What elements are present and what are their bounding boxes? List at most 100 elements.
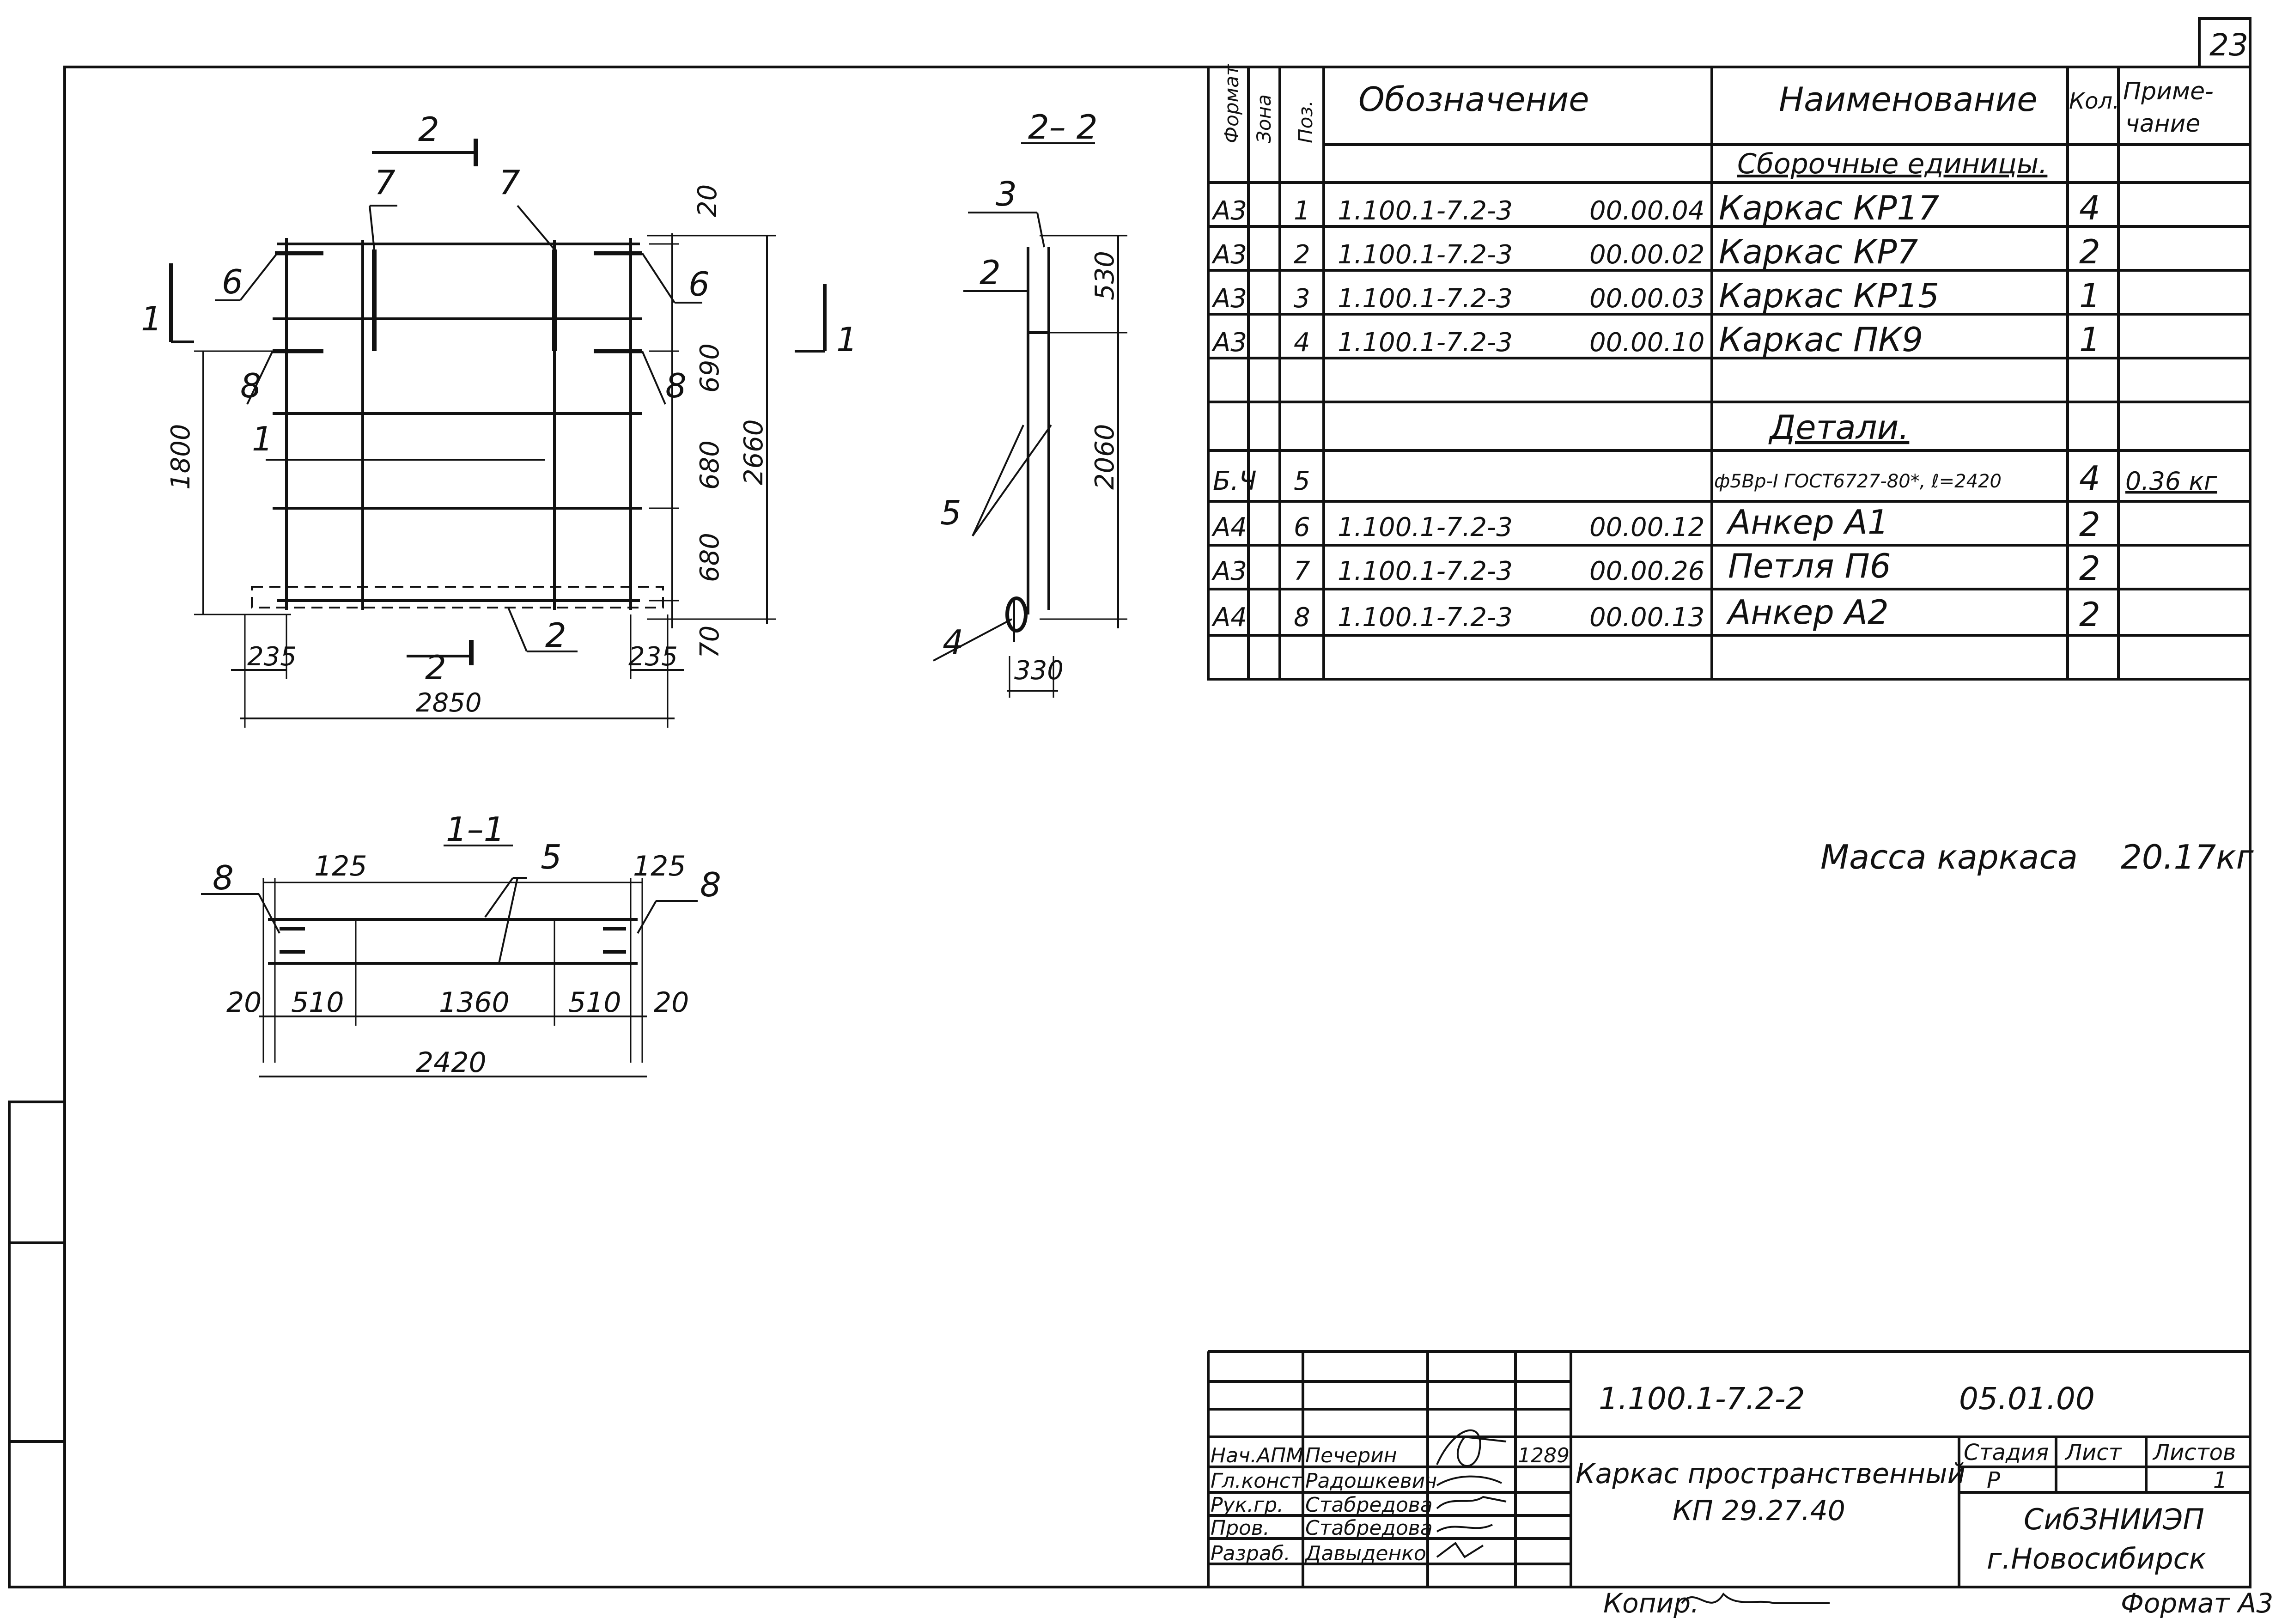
section-1-1 <box>201 845 698 1077</box>
row-10-designation: 1.100.1-7.2-3 <box>1338 602 1513 633</box>
col-qty: Кол. <box>2069 88 2119 114</box>
dim-2850: 2850 <box>416 688 482 718</box>
dim-20-right: 20 <box>654 986 689 1019</box>
stage-label: Стадия <box>1964 1440 2049 1466</box>
dim-235-left: 235 <box>247 642 297 672</box>
row-1-pos: 1 <box>1294 196 1310 226</box>
staff-role-4: Разраб. <box>1211 1542 1290 1565</box>
dim-680-a: 680 <box>695 440 725 490</box>
row-10-code: 00.00.13 <box>1589 602 1704 633</box>
staff-name-0: Печерин <box>1305 1444 1397 1467</box>
row-7-pos: 5 <box>1294 466 1310 496</box>
row-8-qty: 2 <box>2079 505 2100 544</box>
row-8-pos: 6 <box>1294 512 1310 542</box>
row-3-qty: 1 <box>2079 276 2100 315</box>
col-designation: Обозначение <box>1358 80 1589 119</box>
callout-6-right: 6 <box>688 265 710 304</box>
signature-3 <box>1436 1496 1507 1509</box>
callout-7-right: 7 <box>499 163 520 202</box>
callout-4: 4 <box>943 623 964 662</box>
front-section-mark-left: 1 <box>141 299 162 338</box>
col-format: Формат <box>1220 64 1243 143</box>
row-1-designation: 1.100.1-7.2-3 <box>1338 196 1513 226</box>
row-4-designation: 1.100.1-7.2-3 <box>1338 328 1513 358</box>
section-1-1-title: 1–1 <box>446 810 505 849</box>
callout-6-left: 6 <box>222 262 243 301</box>
col-name: Наименование <box>1779 80 2038 119</box>
row-10-format: А4 <box>1211 602 1247 633</box>
front-section-mark-top: 2 <box>418 110 439 149</box>
callout-8-s1-right: 8 <box>700 865 721 904</box>
row-4-name: Каркас ПК9 <box>1719 320 1923 359</box>
mass-label: Масса каркаса <box>1820 838 2078 876</box>
title-block: 2 3 1.100.1-7.2-2 05.01.00 Каркас простра… <box>1211 27 2273 1619</box>
callout-1: 1 <box>252 420 273 458</box>
front-section-mark-right: 1 <box>836 320 858 359</box>
front-section-mark-bottom: 2 <box>425 648 446 687</box>
spec-table-grid <box>1207 66 2251 681</box>
row-7-format: Б.Ч <box>1213 466 1257 496</box>
row-3-pos: 3 <box>1294 284 1310 314</box>
row-1-format: А3 <box>1211 196 1247 226</box>
signature-5 <box>1436 1542 1484 1558</box>
row-1-qty: 4 <box>2079 189 2100 227</box>
section-2-2-title: 2– 2 <box>1028 108 1098 146</box>
doc-title-line1: Каркас пространственный <box>1576 1458 1965 1490</box>
row-2-pos: 2 <box>1294 240 1310 270</box>
row-2-format: А3 <box>1211 240 1247 270</box>
row-10-qty: 2 <box>2079 595 2100 634</box>
callout-8-left: 8 <box>240 366 262 405</box>
staff-name-4: Давыденко <box>1304 1542 1426 1565</box>
section-2-2 <box>933 142 1127 698</box>
row-8-code: 00.00.12 <box>1589 512 1704 542</box>
dim-235-right: 235 <box>628 642 678 672</box>
row-4-format: А3 <box>1211 328 1247 358</box>
staff-role-3: Пров. <box>1211 1516 1270 1540</box>
doc-number: 1.100.1-7.2-2 <box>1599 1381 1805 1417</box>
row-10-pos: 8 <box>1294 602 1310 633</box>
row-2-name: Каркас КР7 <box>1719 232 1918 271</box>
row-1-code: 00.00.04 <box>1589 196 1704 226</box>
signatures <box>1436 1429 1830 1604</box>
row-7-qty: 4 <box>2079 459 2100 498</box>
dim-2420: 2420 <box>416 1046 487 1079</box>
dim-690: 690 <box>695 343 725 393</box>
dim-20-left: 20 <box>226 986 262 1019</box>
spec-table: Формат Зона Поз. Обозначение Наименовани… <box>1211 64 2217 634</box>
format-label: Формат А3 <box>2121 1588 2273 1619</box>
row-4-qty: 1 <box>2079 320 2100 359</box>
staff-role-0: Нач.АПМ <box>1211 1444 1303 1467</box>
callout-5-s1: 5 <box>541 838 562 876</box>
section-1-1-labels: 1–1 8 5 8 125 125 20 510 1360 510 20 242… <box>213 810 721 1079</box>
row-7-note: 0.36 кг <box>2125 467 2217 496</box>
staff-date-0: 1289 <box>1518 1444 1570 1467</box>
dim-1360: 1360 <box>439 986 510 1019</box>
signature-4 <box>1436 1524 1493 1533</box>
sheets-value: 1 <box>2213 1467 2227 1493</box>
callout-3: 3 <box>996 175 1017 213</box>
mass-value: 20.17кг <box>2121 838 2254 876</box>
title-block-grid <box>1207 1350 2250 1587</box>
doc-code: 05.01.00 <box>1959 1381 2095 1417</box>
dim-125-left: 125 <box>314 850 367 882</box>
sheet-label: Лист <box>2064 1440 2123 1466</box>
row-2-designation: 1.100.1-7.2-3 <box>1338 240 1513 270</box>
sheets-label: Листов <box>2152 1440 2236 1466</box>
dim-70: 70 <box>695 626 725 658</box>
dim-2060: 2060 <box>1090 424 1120 490</box>
row-8-format: А4 <box>1211 512 1247 542</box>
row-9-format: А3 <box>1211 556 1247 586</box>
row-9-qty: 2 <box>2079 549 2100 588</box>
row-3-name: Каркас КР15 <box>1719 276 1939 315</box>
copied-label: Копир. <box>1603 1588 1699 1619</box>
row-3-format: А3 <box>1211 284 1247 314</box>
row-0-name: Сборочные единицы. <box>1737 148 2047 180</box>
callout-5-section: 5 <box>940 493 961 532</box>
dim-510-right: 510 <box>568 986 621 1019</box>
callout-8-right: 8 <box>665 366 687 405</box>
row-9-name: Петля П6 <box>1728 547 1891 585</box>
staff-role-1: Гл.конст <box>1211 1469 1303 1493</box>
front-view-labels: 2 2 1 1 7 7 6 6 8 8 1 2 20 690 680 680 7… <box>141 110 858 718</box>
dim-530: 530 <box>1090 251 1120 300</box>
